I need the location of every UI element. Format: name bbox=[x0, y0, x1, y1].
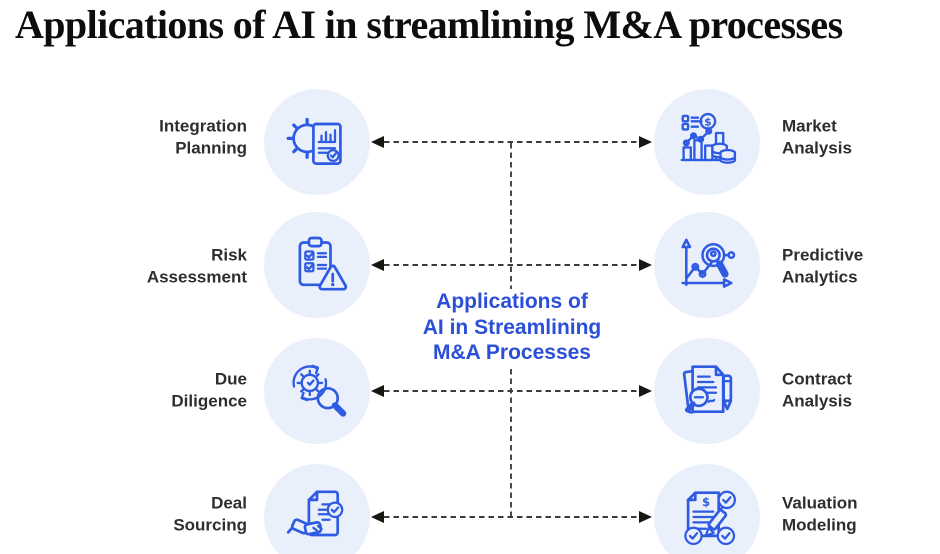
connector-row-2 bbox=[371, 258, 652, 272]
label-deal-sourcing: Deal Sourcing bbox=[173, 493, 247, 535]
arrowhead-right-icon bbox=[639, 385, 652, 397]
svg-text:$: $ bbox=[702, 495, 710, 509]
center-title-line: M&A Processes bbox=[433, 341, 591, 364]
label-risk-assessment: Risk Assessment bbox=[146, 245, 247, 287]
center-dashed-line-bottom bbox=[509, 369, 512, 517]
label-valuation-modeling: Valuation Modeling bbox=[782, 493, 858, 535]
icon-circle-risk-assessment bbox=[264, 212, 370, 318]
trend-chart-magnifier-icon bbox=[681, 238, 736, 288]
arrowhead-left-icon bbox=[371, 385, 384, 397]
center-title: Applications of AI in Streamlining M&A P… bbox=[381, 289, 643, 366]
label-predictive-analytics: Predictive Analytics bbox=[782, 245, 864, 287]
arrowhead-right-icon bbox=[639, 136, 652, 148]
connector-row-1 bbox=[371, 135, 652, 149]
icon-circle-integration-planning bbox=[264, 89, 370, 195]
connector-row-4 bbox=[371, 510, 652, 524]
arrowhead-left-icon bbox=[371, 259, 384, 271]
gear-document-chart-icon bbox=[286, 117, 342, 165]
icon-circle-predictive-analytics bbox=[654, 212, 760, 318]
icon-circle-due-diligence bbox=[264, 338, 370, 444]
label-due-diligence: Due Diligence bbox=[171, 369, 247, 411]
label-market-analysis: Market Analysis bbox=[782, 116, 852, 158]
label-contract-analysis: Contract Analysis bbox=[782, 369, 852, 411]
icon-circle-deal-sourcing bbox=[264, 464, 370, 554]
connector-row-3 bbox=[371, 384, 652, 398]
center-dashed-line-top bbox=[509, 143, 512, 289]
svg-text:$: $ bbox=[704, 115, 712, 128]
center-title-line: AI in Streamlining bbox=[422, 315, 602, 339]
arrowhead-right-icon bbox=[639, 511, 652, 523]
icon-circle-contract-analysis bbox=[654, 338, 760, 444]
page-title: Applications of AI in streamlining M&A p… bbox=[15, 2, 843, 47]
document-magnifier-pen-icon bbox=[682, 365, 733, 414]
center-title-line: Applications of bbox=[436, 290, 588, 313]
arrowhead-right-icon bbox=[639, 259, 652, 271]
clipboard-checklist-warning-icon bbox=[298, 236, 348, 291]
dashed-line bbox=[384, 389, 639, 393]
arrowhead-left-icon bbox=[371, 511, 384, 523]
icon-circle-valuation-modeling: $ bbox=[654, 464, 760, 554]
dashed-line bbox=[384, 140, 639, 144]
dashed-line bbox=[384, 263, 639, 267]
dashed-line bbox=[384, 515, 639, 519]
arrowhead-left-icon bbox=[371, 136, 384, 148]
document-pencil-checks-icon: $ bbox=[684, 490, 737, 546]
bar-chart-coins-icon: $ bbox=[680, 112, 737, 164]
label-integration-planning: Integration Planning bbox=[159, 116, 247, 158]
icon-circle-market-analysis: $ bbox=[654, 89, 760, 195]
gear-sync-magnifier-icon bbox=[292, 364, 347, 417]
handshake-contract-icon bbox=[286, 490, 344, 537]
